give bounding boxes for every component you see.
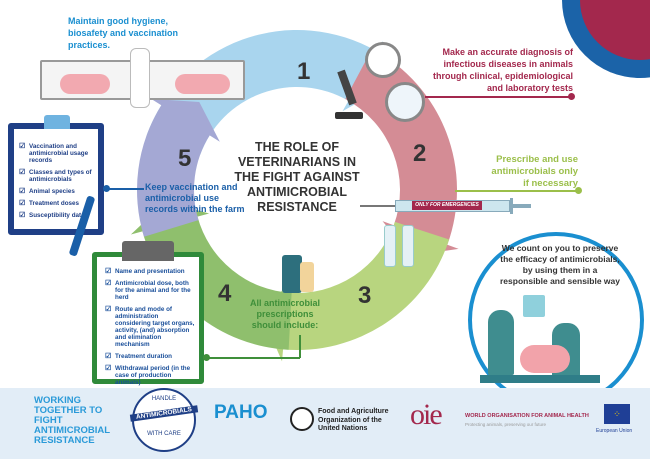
records-list-item: ☑Susceptibility data [19, 212, 94, 219]
microscope-icon [335, 69, 363, 120]
petri-dish-icon [365, 42, 401, 78]
connector-dot [103, 185, 110, 192]
connector-line [208, 357, 300, 359]
cycle-arrow-step-4 [130, 201, 292, 350]
cycle-arrow-step-5 [137, 98, 220, 237]
checkbox-icon: ☑ [19, 143, 26, 150]
connector-dot [568, 93, 575, 100]
records-list-item: ☑Treatment doses [19, 200, 94, 207]
item-text: Susceptibility data [29, 212, 85, 219]
step-number-1: 1 [297, 58, 311, 85]
prescription-clipboard: ☑Name and presentation ☑Antimicrobial do… [92, 241, 204, 386]
checkbox-icon: ☑ [105, 280, 112, 287]
prescriptions-text: All antimicrobial prescriptions should i… [249, 298, 320, 330]
badge-bottom-text: WITH CARE [147, 431, 181, 437]
fao-name: Food and Agriculture Organization of the… [318, 408, 389, 432]
vial-icon [402, 225, 414, 267]
diagnosis-text: Make an accurate diagnosis of infectious… [432, 47, 573, 93]
vial-icon [384, 225, 396, 267]
slogan: WORKING TOGETHER TO FIGHT ANTIMICROBIAL … [34, 395, 110, 446]
item-text: Treatment doses [29, 200, 80, 207]
connector-dot [575, 187, 582, 194]
eu-label: European Union [596, 428, 633, 434]
syringe-label: ONLY FOR EMERGENCIES [412, 201, 482, 210]
hygiene-text: Maintain good hygiene, biosafety and vac… [68, 16, 179, 50]
connector-line [108, 188, 144, 190]
badge-top-text: HANDLE [151, 396, 177, 402]
oie-logo: OIE [410, 398, 443, 431]
step-number-2: 2 [413, 140, 427, 167]
prescription-list-item: ☑Treatment duration [105, 353, 195, 360]
checkbox-icon: ☑ [105, 268, 112, 275]
medicine-bottle-icon [300, 262, 314, 292]
medicine-bottle-icon [282, 255, 302, 293]
records-list-item: ☑Animal species [19, 188, 94, 195]
farm-illustration [40, 48, 245, 110]
item-text: Name and presentation [115, 268, 185, 275]
item-text: Route and mode of administration conside… [115, 306, 195, 348]
decor-circle-red [580, 0, 650, 60]
paho-logo: PAHO [214, 402, 268, 423]
item-text: Treatment duration [115, 353, 173, 360]
syringe-icon: ONLY FOR EMERGENCIES [360, 198, 532, 214]
item-text: Classes and types of antimicrobials [29, 169, 92, 183]
checkbox-icon: ☑ [19, 200, 26, 207]
prescription-list-item: ☑Withdrawal period (in the case of produ… [105, 365, 195, 386]
connector-line [455, 190, 577, 192]
petri-dish-icon [385, 82, 425, 122]
step-number-3: 3 [358, 282, 372, 309]
records-list-item: ☑Classes and types of antimicrobials [19, 169, 94, 183]
footer: WORKING TOGETHER TO FIGHT ANTIMICROBIAL … [0, 388, 650, 459]
handle-with-care-badge: HANDLE ANTIMICROBIALS WITH CARE [129, 388, 199, 452]
fao-logo-icon [290, 407, 314, 431]
count-on-you-text: We count on you to preserve the efficacy… [500, 243, 620, 286]
checkbox-icon: ☑ [105, 365, 112, 372]
oie-tagline: Protecting animals, preserving our futur… [465, 422, 547, 427]
records-text: Keep vaccination and antimicrobial use r… [145, 182, 245, 214]
prescription-list-item: ☑Antimicrobial dose, both for the animal… [105, 280, 195, 301]
records-clipboard: ☑Vaccination and antimicrobial usage rec… [8, 115, 104, 235]
checkbox-icon: ☑ [19, 169, 26, 176]
item-text: Antimicrobial dose, both for the animal … [115, 280, 191, 301]
badge-middle-text: ANTIMICROBIALS [129, 405, 199, 422]
connector-line [425, 96, 570, 98]
step-number-5: 5 [178, 145, 192, 172]
checkbox-icon: ☑ [19, 188, 26, 195]
oie-name: WORLD ORGANISATION FOR ANIMAL HEALTH [465, 413, 589, 419]
item-text: Vaccination and antimicrobial usage reco… [29, 143, 89, 164]
vets-with-pig-illustration [480, 295, 630, 387]
step-number-4: 4 [218, 280, 232, 307]
center-title: THE ROLE OF VETERINARIANS IN THE FIGHT A… [234, 140, 360, 214]
records-list-item: ☑Vaccination and antimicrobial usage rec… [19, 143, 94, 164]
item-text: Animal species [29, 188, 75, 195]
prescribe-text: Prescribe and use antimicrobials only if… [491, 154, 578, 189]
connector-line [299, 335, 301, 358]
checkbox-icon: ☑ [105, 353, 112, 360]
prescription-list-item: ☑Route and mode of administration consid… [105, 306, 195, 348]
checkbox-icon: ☑ [19, 212, 26, 219]
prescription-list-item: ☑Name and presentation [105, 268, 195, 275]
connector-dot [203, 354, 210, 361]
eu-flag-icon: ⁘ [604, 404, 630, 424]
checkbox-icon: ☑ [105, 306, 112, 313]
item-text: Withdrawal period (in the case of produc… [115, 365, 191, 386]
